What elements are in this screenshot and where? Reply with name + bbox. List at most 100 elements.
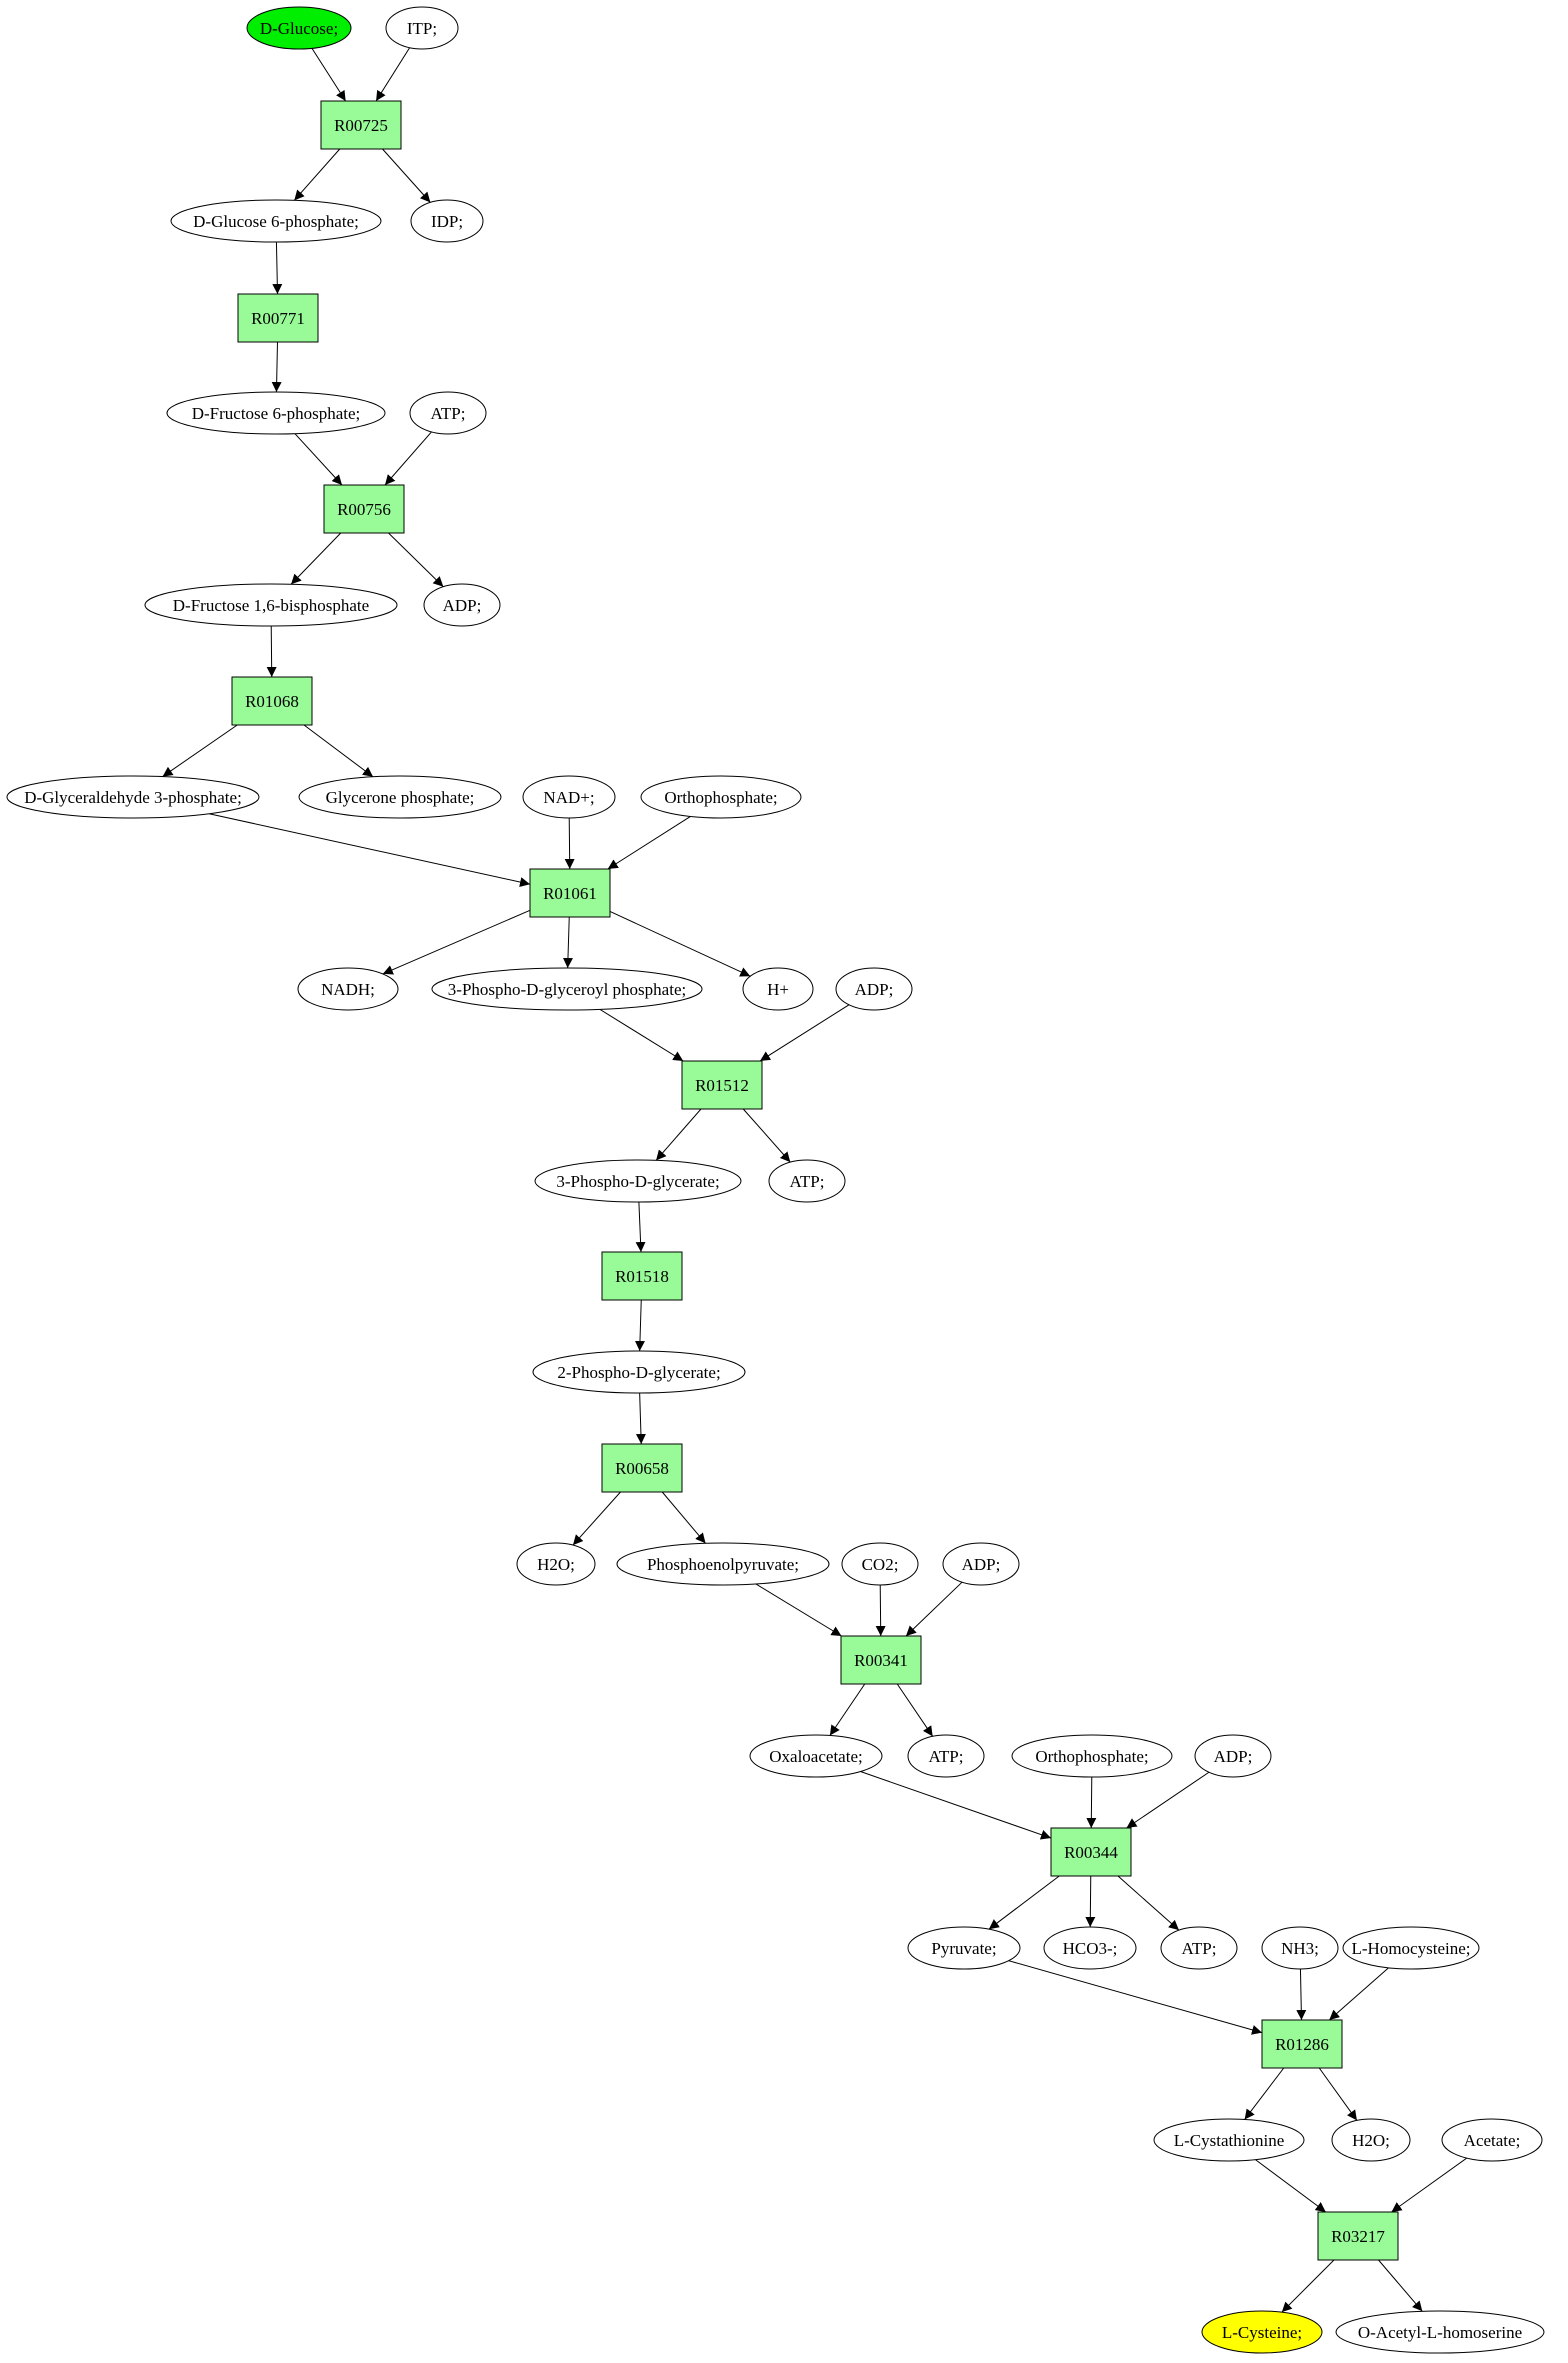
compound-ellipse xyxy=(534,1159,742,1203)
compound-node-3-phospho-d-glycerate: 3-Phospho-D-glycerate; xyxy=(534,1159,742,1203)
compound-node-d-fructose-6-phosphate: D-Fructose 6-phosphate; xyxy=(166,391,386,435)
compound-ellipse xyxy=(246,6,352,50)
compound-ellipse xyxy=(170,199,382,243)
compound-label: O-Acetyl-L-homoserine xyxy=(1358,2323,1522,2342)
edge-arrow-c-cysta-to-r-03217 xyxy=(1255,2159,1327,2213)
compound-node-acetate: Acetate; xyxy=(1441,2118,1543,2162)
compound-node-adp: ADP; xyxy=(942,1542,1020,1586)
compound-label: Phosphoenolpyruvate; xyxy=(647,1555,799,1574)
reaction-node-r01512: R01512 xyxy=(681,1060,763,1110)
compound-ellipse xyxy=(749,1734,883,1778)
compound-ellipse xyxy=(841,1542,919,1586)
compound-label: D-Fructose 1,6-bisphosphate xyxy=(173,596,369,615)
reaction-node-r03217: R03217 xyxy=(1317,2211,1399,2261)
compound-node-pyruvate: Pyruvate; xyxy=(907,1926,1021,1970)
edge-arrow-r-01518-to-c-2pg xyxy=(634,1299,645,1352)
compound-label: ADP; xyxy=(855,980,894,999)
edge-arrow-r-00771-to-c-f6p xyxy=(271,341,282,393)
compound-ellipse xyxy=(1011,1734,1173,1778)
reaction-node-r01286: R01286 xyxy=(1261,2019,1343,2069)
reaction-label: R00771 xyxy=(251,309,305,328)
compound-label: L-Cysteine; xyxy=(1222,2323,1302,2342)
edge-arrow-c-pep-to-r-00341 xyxy=(755,1583,842,1637)
compound-ellipse xyxy=(516,1542,596,1586)
compound-node-atp: ATP; xyxy=(907,1734,985,1778)
compound-ellipse xyxy=(1331,2118,1411,2162)
compound-label: D-Glucose; xyxy=(260,19,338,38)
reaction-node-r00658: R00658 xyxy=(601,1443,683,1493)
compound-node-atp: ATP; xyxy=(768,1159,846,1203)
edge-arrow-c-adp2-to-r-01512 xyxy=(759,1004,850,1062)
compound-node-hco3: HCO3-; xyxy=(1043,1926,1137,1970)
compound-label: Acetate; xyxy=(1464,2131,1521,2150)
compound-node-h: H+ xyxy=(742,967,814,1011)
compound-ellipse xyxy=(532,1350,746,1394)
compound-label: NAD+; xyxy=(543,788,594,807)
reaction-node-r01068: R01068 xyxy=(231,676,313,726)
edge-arrow-c-nh3-to-r-01286 xyxy=(1296,1968,1307,2021)
reaction-label: R01512 xyxy=(695,1076,749,1095)
edges-layer xyxy=(162,47,1468,2313)
reaction-box xyxy=(320,100,402,150)
reaction-label: R03217 xyxy=(1331,2227,1385,2246)
compound-ellipse xyxy=(522,775,616,819)
compound-label: 3-Phospho-D-glycerate; xyxy=(556,1172,719,1191)
compound-ellipse xyxy=(431,967,703,1011)
compound-label: CO2; xyxy=(862,1555,899,1574)
compound-label: H2O; xyxy=(1352,2131,1390,2150)
compound-ellipse xyxy=(640,775,802,819)
compound-node-itp: ITP; xyxy=(385,6,459,50)
reaction-node-r00341: R00341 xyxy=(840,1635,922,1685)
compound-ellipse xyxy=(1342,1926,1480,1970)
compound-label: Pyruvate; xyxy=(931,1939,996,1958)
reaction-node-r01518: R01518 xyxy=(601,1251,683,1301)
reaction-node-r00771: R00771 xyxy=(237,293,319,343)
edge-arrow-c-f6p-to-r-00756 xyxy=(294,433,343,486)
compound-ellipse xyxy=(1441,2118,1543,2162)
compound-node-orthophosphate: Orthophosphate; xyxy=(640,775,802,819)
compound-node-d-glyceraldehyde-3-phosphate: D-Glyceraldehyde 3-phosphate; xyxy=(6,775,260,819)
reaction-box xyxy=(601,1251,683,1301)
edge-arrow-r-00756-to-c-fbp xyxy=(290,532,342,585)
reaction-node-r01061: R01061 xyxy=(529,868,611,918)
edge-arrow-c-g3p-to-r-01061 xyxy=(209,813,531,887)
compound-ellipse xyxy=(297,967,399,1011)
compound-node-nh3: NH3; xyxy=(1261,1926,1339,1970)
compound-label: IDP; xyxy=(431,212,463,231)
edge-arrow-c-adp3-to-r-00341 xyxy=(905,1581,963,1637)
edge-arrow-c-itp-to-r-00725 xyxy=(375,47,411,102)
edge-arrow-c-glucose-to-r-00725 xyxy=(311,48,347,102)
edge-arrow-r-01068-to-c-dhap xyxy=(303,724,374,778)
reaction-box xyxy=(323,484,405,534)
edge-arrow-r-00344-to-c-hco3 xyxy=(1085,1875,1096,1928)
edge-arrow-r-01061-to-c-h xyxy=(609,911,751,977)
compound-label: Orthophosphate; xyxy=(1035,1747,1148,1766)
edge-arrow-r-00756-to-c-adp1 xyxy=(388,532,444,588)
compound-label: 2-Phospho-D-glycerate; xyxy=(557,1363,720,1382)
compound-node-idp: IDP; xyxy=(410,199,484,243)
compound-ellipse xyxy=(298,775,502,819)
compound-node-oxaloacetate: Oxaloacetate; xyxy=(749,1734,883,1778)
edge-arrow-r-00725-to-c-idp xyxy=(382,148,431,203)
edge-arrow-r-00341-to-c-oaa xyxy=(829,1683,866,1736)
compound-ellipse xyxy=(144,583,398,627)
reaction-box xyxy=(1050,1827,1132,1877)
reaction-box xyxy=(681,1060,763,1110)
edge-arrow-c-g6p-to-r-00771 xyxy=(272,241,283,295)
edge-arrow-c-oaa-to-r-00344 xyxy=(860,1771,1052,1840)
compound-label: H2O; xyxy=(537,1555,575,1574)
compound-ellipse xyxy=(410,199,484,243)
compound-ellipse xyxy=(1043,1926,1137,1970)
reaction-label: R00658 xyxy=(615,1459,669,1478)
edge-arrow-r-00658-to-c-pep xyxy=(661,1491,706,1544)
compound-ellipse xyxy=(409,391,487,435)
compound-ellipse xyxy=(1160,1926,1238,1970)
compound-node-atp: ATP; xyxy=(409,391,487,435)
reaction-box xyxy=(529,868,611,918)
edge-arrow-c-adp4-to-r-00344 xyxy=(1126,1771,1210,1829)
reaction-label: R00341 xyxy=(854,1651,908,1670)
reaction-box xyxy=(1261,2019,1343,2069)
edge-arrow-r-00341-to-c-atp3 xyxy=(896,1683,934,1737)
edge-arrow-c-3pg-to-r-01518 xyxy=(635,1201,646,1253)
